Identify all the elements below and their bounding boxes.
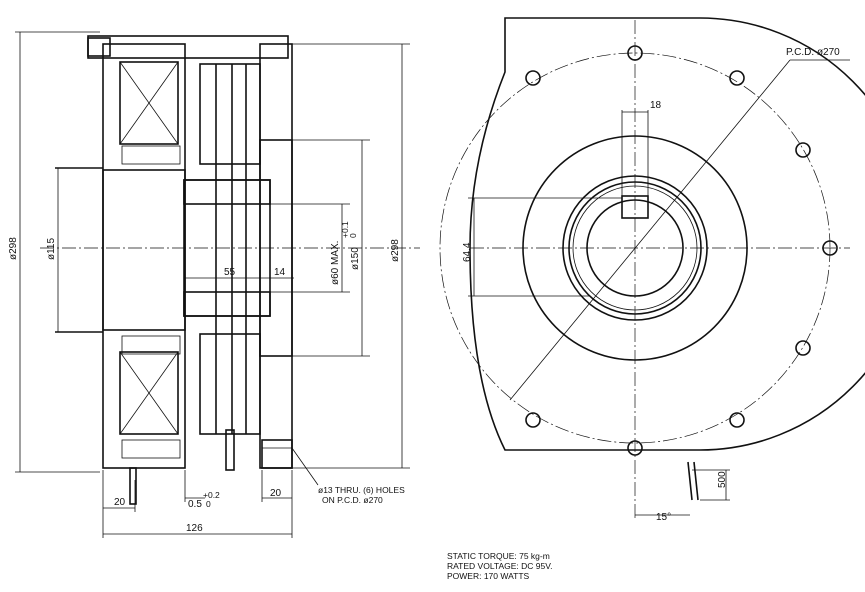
dim-shaft-max: ø60 MAX.: [330, 241, 341, 285]
dim-hub-dia: ø150: [350, 247, 361, 270]
dim-pcd: P.C.D. ø270: [786, 47, 840, 58]
bolt-hole: [795, 340, 811, 356]
dim-air-gap-tol-upper: +0.2: [203, 490, 220, 500]
front-view: P.C.D. ø270 18 64.4 500 15°: [439, 17, 865, 523]
dim-lead-angle: 15°: [656, 512, 671, 523]
housing-outline: [469, 17, 865, 451]
armature-plate: [259, 43, 293, 469]
dim-air-gap: 0.5: [188, 499, 202, 510]
dim-right-step: 20: [270, 488, 282, 499]
top-bolt: [87, 35, 289, 59]
bolt-hole: [525, 412, 541, 428]
bolt-hole: [795, 142, 811, 158]
bolt-hole: [525, 70, 541, 86]
side-section-view: ø298 ø115 ø60 MAX. ø150 +0.1 0 ø298 55 1…: [8, 31, 420, 538]
dim-overall-right: ø298: [390, 239, 401, 262]
dim-hub-tol-upper: +0.1: [340, 221, 350, 238]
bolt-hole: [729, 412, 745, 428]
note-holes-line1: ø13 THRU. (6) HOLES: [318, 485, 405, 495]
dim-overall-left: ø298: [8, 237, 19, 260]
spec-power: POWER: 170 WATTS: [447, 571, 530, 581]
dim-key-width: 18: [650, 100, 662, 111]
dim-hub-tol-lower: 0: [348, 233, 358, 238]
disc-pack-top: [199, 63, 261, 165]
spec-torque: STATIC TORQUE: 75 kg-m: [447, 551, 550, 561]
dim-hub-length: 55: [224, 267, 236, 278]
note-holes-line2: ON P.C.D. ø270: [322, 495, 383, 505]
dim-bore: ø115: [46, 238, 57, 260]
bolt-hole: [729, 70, 745, 86]
dim-overall-width: 126: [186, 523, 203, 534]
spec-voltage: RATED VOLTAGE: DC 95V.: [447, 561, 553, 571]
dim-air-gap-tol-lower: 0: [206, 499, 211, 509]
spec-block: STATIC TORQUE: 75 kg-m RATED VOLTAGE: DC…: [447, 551, 553, 581]
dim-lead-length: 500: [717, 471, 728, 488]
dim-left-step: 20: [114, 497, 126, 508]
dim-hub-offset: 14: [274, 267, 286, 278]
field-housing: [102, 43, 186, 469]
dim-key-height: 64.4: [462, 242, 473, 262]
